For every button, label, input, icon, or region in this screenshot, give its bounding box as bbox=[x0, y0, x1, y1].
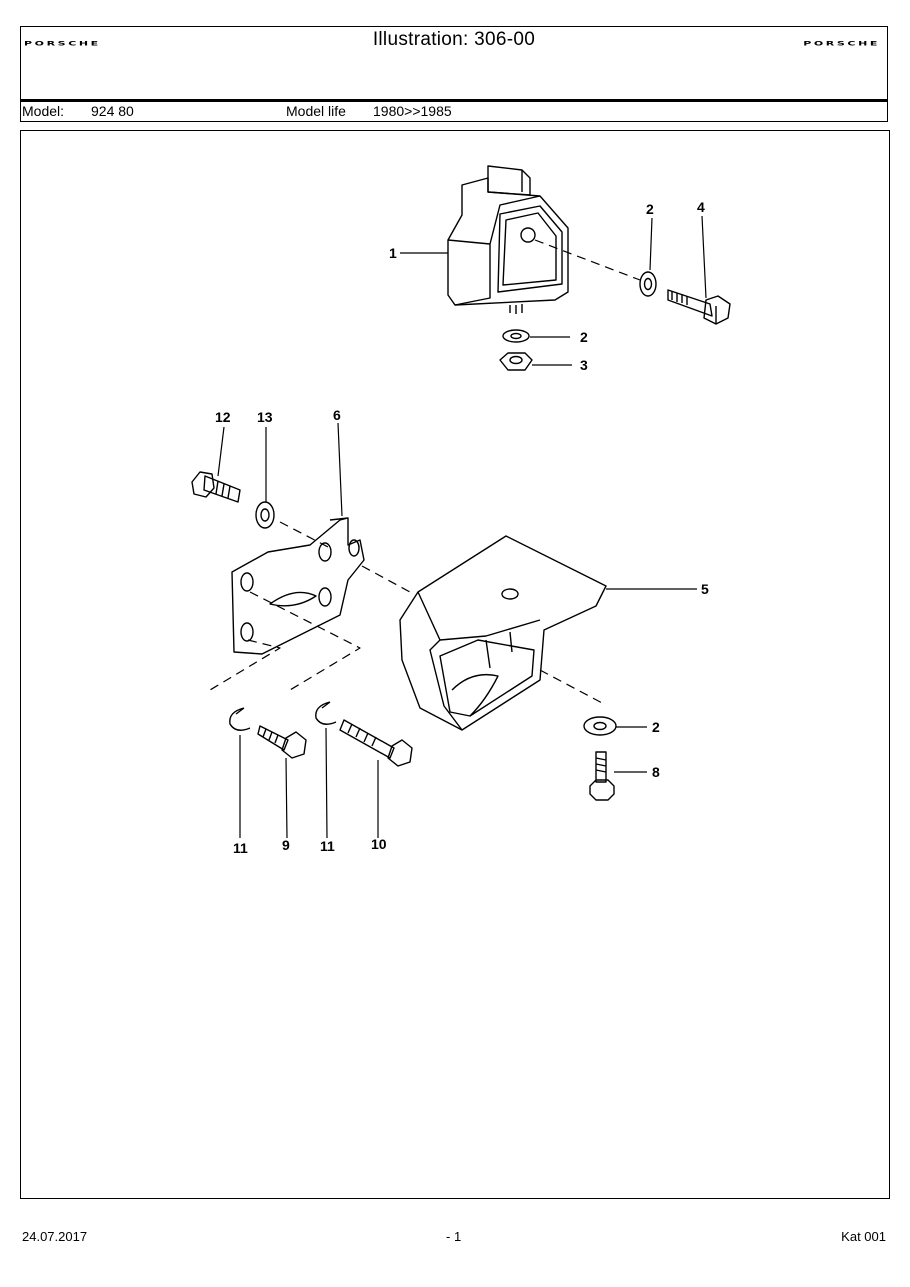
callout-leaders bbox=[217, 215, 707, 839]
callout-labels: 1 2 4 2 3 12 13 6 5 2 8 11 9 11 10 bbox=[215, 199, 709, 856]
bolt-part-8 bbox=[589, 751, 615, 801]
callout-5: 5 bbox=[701, 581, 709, 597]
bracket-part-5 bbox=[399, 535, 607, 731]
washer-part bbox=[502, 329, 530, 343]
engine-mount-part bbox=[447, 165, 569, 314]
footer-page-number: - 1 bbox=[446, 1229, 462, 1244]
illustration-frame bbox=[20, 130, 890, 1199]
callout-11: 11 bbox=[320, 838, 335, 854]
page-title: Illustration: 306-00 bbox=[372, 29, 536, 50]
callout-6: 6 bbox=[333, 407, 341, 423]
model-row: Model: 924 80 Model life 1980>>1985 bbox=[21, 102, 887, 121]
nut-part-3 bbox=[499, 352, 533, 371]
assembly-guide-lines bbox=[209, 239, 641, 705]
callout-8: 8 bbox=[652, 764, 660, 780]
bolt-part-9 bbox=[257, 725, 307, 759]
callout-11: 11 bbox=[233, 840, 248, 856]
header-frame: PORSCHE Illustration: 306-00 PORSCHE Mod… bbox=[20, 26, 888, 122]
callout-1: 1 bbox=[389, 245, 397, 261]
callout-2: 2 bbox=[646, 201, 654, 217]
callout-2: 2 bbox=[652, 719, 660, 735]
callout-2: 2 bbox=[580, 329, 588, 345]
circlip-part bbox=[229, 707, 251, 731]
footer-date: 24.07.2017 bbox=[22, 1229, 88, 1244]
header-divider bbox=[21, 99, 887, 102]
washer-part bbox=[255, 501, 275, 529]
bolt-part-12 bbox=[191, 471, 241, 503]
callout-10: 10 bbox=[371, 836, 387, 852]
bracket-part-6 bbox=[231, 517, 365, 655]
callout-13: 13 bbox=[257, 409, 273, 425]
footer-catalog: Kat 001 bbox=[841, 1229, 886, 1244]
callout-12: 12 bbox=[215, 409, 231, 425]
circlip-part bbox=[315, 701, 337, 725]
porsche-logo-right: PORSCHE bbox=[803, 39, 880, 48]
callout-9: 9 bbox=[282, 837, 290, 853]
washer-part bbox=[639, 271, 657, 297]
model-life-label: Model life bbox=[286, 103, 346, 119]
callout-3: 3 bbox=[580, 357, 588, 373]
washer-part bbox=[583, 716, 617, 736]
bolt-part-10 bbox=[339, 719, 413, 767]
model-label: Model: bbox=[22, 103, 65, 119]
porsche-logo-left: PORSCHE bbox=[24, 39, 101, 48]
model-life-value: 1980>>1985 bbox=[373, 103, 452, 119]
model-value: 924 80 bbox=[91, 103, 134, 119]
bolt-part-4 bbox=[667, 289, 731, 325]
callout-4: 4 bbox=[697, 199, 705, 215]
